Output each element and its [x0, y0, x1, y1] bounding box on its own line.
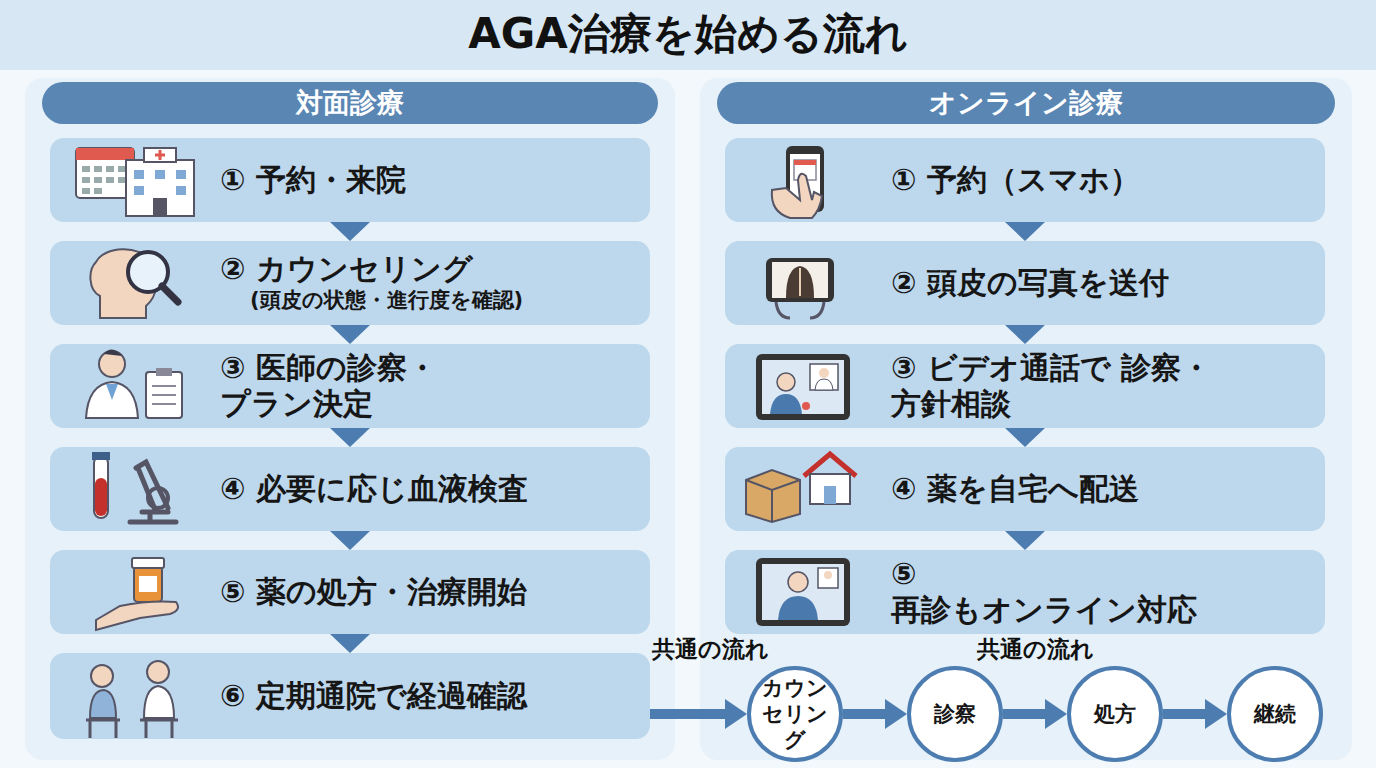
arrow-shaft	[1003, 709, 1045, 719]
tablet-revisit-icon	[756, 558, 850, 626]
step-label: ① 予約・来院	[220, 162, 550, 198]
step-label: ④ 必要に応じ血液検査	[220, 471, 550, 507]
process-box: ① 予約・来院	[50, 138, 650, 222]
flow-arrow	[330, 428, 370, 447]
flow-arrow	[650, 699, 747, 729]
flow-arrow	[330, 325, 370, 344]
hand-medicine-icon	[96, 558, 178, 630]
step-circle: 処方	[1067, 666, 1163, 762]
process-box: ⑤ 再診もオンライン対応	[725, 550, 1325, 634]
panel-heading: 対面診療	[42, 82, 658, 124]
arrow-head	[330, 531, 370, 550]
flow-note: 共通の流れ	[652, 634, 769, 665]
arrow-head	[725, 699, 747, 729]
head-magnifier-icon	[90, 249, 178, 318]
arrow-shaft	[1163, 709, 1205, 719]
phone-scalp-photo-icon	[766, 258, 834, 318]
process-box: ⑤ 薬の処方・治療開始	[50, 550, 650, 634]
process-box: ④ 必要に応じ血液検査	[50, 447, 650, 531]
diagram-title: AGA治療を始める流れ	[0, 6, 1376, 62]
arrow-head	[1205, 699, 1227, 729]
flow-arrow	[843, 699, 907, 729]
step-label: 継続	[1236, 701, 1314, 727]
step-label: ④ 薬を自宅へ配送	[891, 471, 1221, 507]
panel-heading: オンライン診療	[717, 82, 1335, 124]
step-label: ② カウンセリング	[220, 251, 550, 287]
flow-arrow	[1005, 531, 1045, 550]
process-box: ⑥ 定期通院で経過確認	[50, 653, 650, 739]
arrow-head	[330, 222, 370, 241]
step-circle: 継続	[1227, 666, 1323, 762]
flow-note: 共通の流れ	[977, 634, 1094, 665]
arrow-head	[885, 699, 907, 729]
arrow-head	[330, 634, 370, 653]
step-label: ⑤ 薬の処方・治療開始	[220, 574, 550, 610]
test-tube-microscope-icon	[92, 452, 176, 522]
arrow-head	[1005, 531, 1045, 550]
step-label: カウンセリング	[756, 675, 834, 754]
arrow-head	[330, 428, 370, 447]
step-label: ⑤ 再診もオンライン対応	[891, 556, 1221, 628]
flow-arrow	[1005, 325, 1045, 344]
process-box: ③ 医師の診察・プラン決定	[50, 344, 650, 428]
step-label: ① 予約（スマホ）	[891, 162, 1221, 198]
step-circle: 診察	[907, 666, 1003, 762]
parcel-house-icon	[746, 454, 856, 522]
flow-arrow	[330, 531, 370, 550]
process-box: ③ ビデオ通話で 診察・方針相談	[725, 344, 1325, 428]
step-label: ② 頭皮の写真を送付	[891, 265, 1221, 301]
step-label: 診察	[916, 701, 994, 727]
flow-arrow	[1005, 428, 1045, 447]
flow-arrow	[1005, 222, 1045, 241]
patient-doctor-icon	[86, 661, 178, 738]
process-box: ① 予約（スマホ）	[725, 138, 1325, 222]
flow-arrow	[330, 634, 370, 653]
arrow-shaft	[843, 709, 885, 719]
panel: 対面診療 ① 予約・来院 ② カウンセリング(頭皮の状態・進行度を確認) ③ 医師の診…	[25, 78, 675, 760]
arrow-head	[1005, 222, 1045, 241]
step-note: (頭皮の状態・進行度を確認)	[220, 287, 650, 314]
flow-arrow	[1003, 699, 1067, 729]
step-label: ③ 医師の診察・プラン決定	[220, 350, 550, 422]
doctor-clipboard-icon	[86, 349, 182, 418]
arrow-head	[1045, 699, 1067, 729]
process-box: ② 頭皮の写真を送付	[725, 241, 1325, 325]
step-label: 処方	[1076, 701, 1154, 727]
step-label: ③ ビデオ通話で 診察・方針相談	[891, 350, 1221, 422]
process-box: ② カウンセリング(頭皮の状態・進行度を確認)	[50, 241, 650, 325]
arrow-head	[330, 325, 370, 344]
flow-arrow	[1163, 699, 1227, 729]
smartphone-icon	[772, 146, 824, 218]
tablet-video-call-icon	[756, 354, 850, 420]
step-label: ⑥ 定期通院で経過確認	[220, 678, 550, 714]
step-circle: カウンセリング	[747, 666, 843, 762]
arrow-head	[1005, 428, 1045, 447]
arrow-head	[1005, 325, 1045, 344]
flow-arrow	[330, 222, 370, 241]
arrow-shaft	[650, 709, 725, 719]
calendar-hospital-icon	[76, 148, 194, 216]
process-box: ④ 薬を自宅へ配送	[725, 447, 1325, 531]
